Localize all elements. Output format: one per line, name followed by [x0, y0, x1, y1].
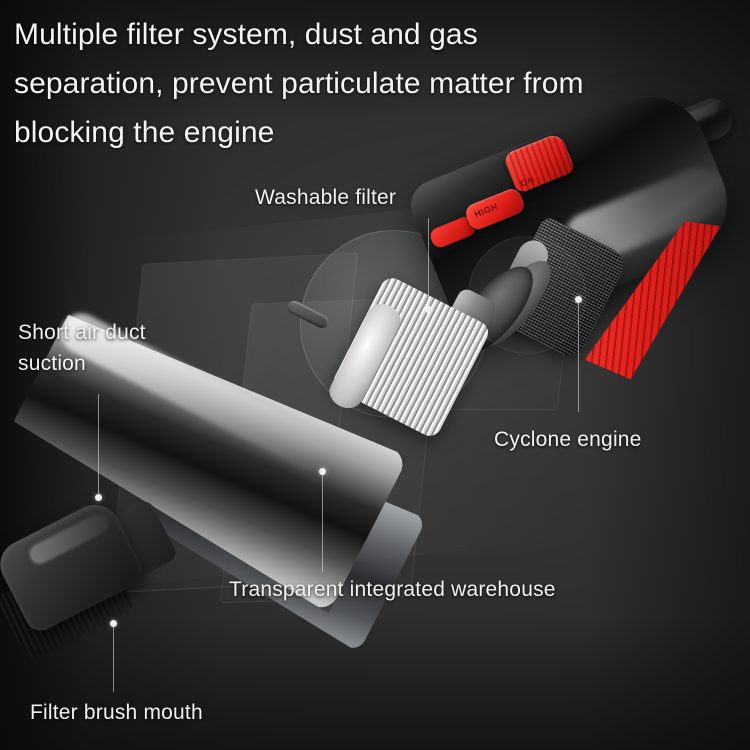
high-mode-label: HIGH — [472, 201, 500, 220]
on-switch-label: ON — [518, 174, 537, 189]
callout-transparent-bin: Transparent integrated warehouse — [229, 578, 556, 601]
callout-filter-brush: Filter brush mouth — [30, 701, 203, 724]
page-title-line-2: separation, prevent particulate matter f… — [14, 67, 584, 100]
leader-dot-transparent-bin — [319, 468, 326, 475]
leader-line-washable-filter — [428, 218, 429, 310]
leader-dot-washable-filter — [425, 306, 432, 313]
leader-line-short-air-duct — [98, 394, 99, 498]
leader-dot-filter-brush — [110, 620, 117, 627]
leader-dot-cyclone-engine — [575, 296, 582, 303]
page-title-line-3: blocking the engine — [14, 116, 275, 149]
callout-cyclone-engine: Cyclone engine — [494, 428, 642, 451]
leader-line-transparent-bin — [322, 472, 323, 572]
callout-short-air-duct: Short air duct suction — [18, 321, 146, 375]
callout-washable-filter: Washable filter — [255, 186, 397, 209]
leader-line-filter-brush — [113, 624, 114, 692]
page-title-line-1: Multiple filter system, dust and gas — [14, 18, 478, 51]
page-title: Multiple filter system, dust and gas sep… — [14, 10, 744, 157]
leader-dot-short-air-duct — [95, 494, 102, 501]
leader-line-cyclone-engine — [578, 300, 579, 412]
